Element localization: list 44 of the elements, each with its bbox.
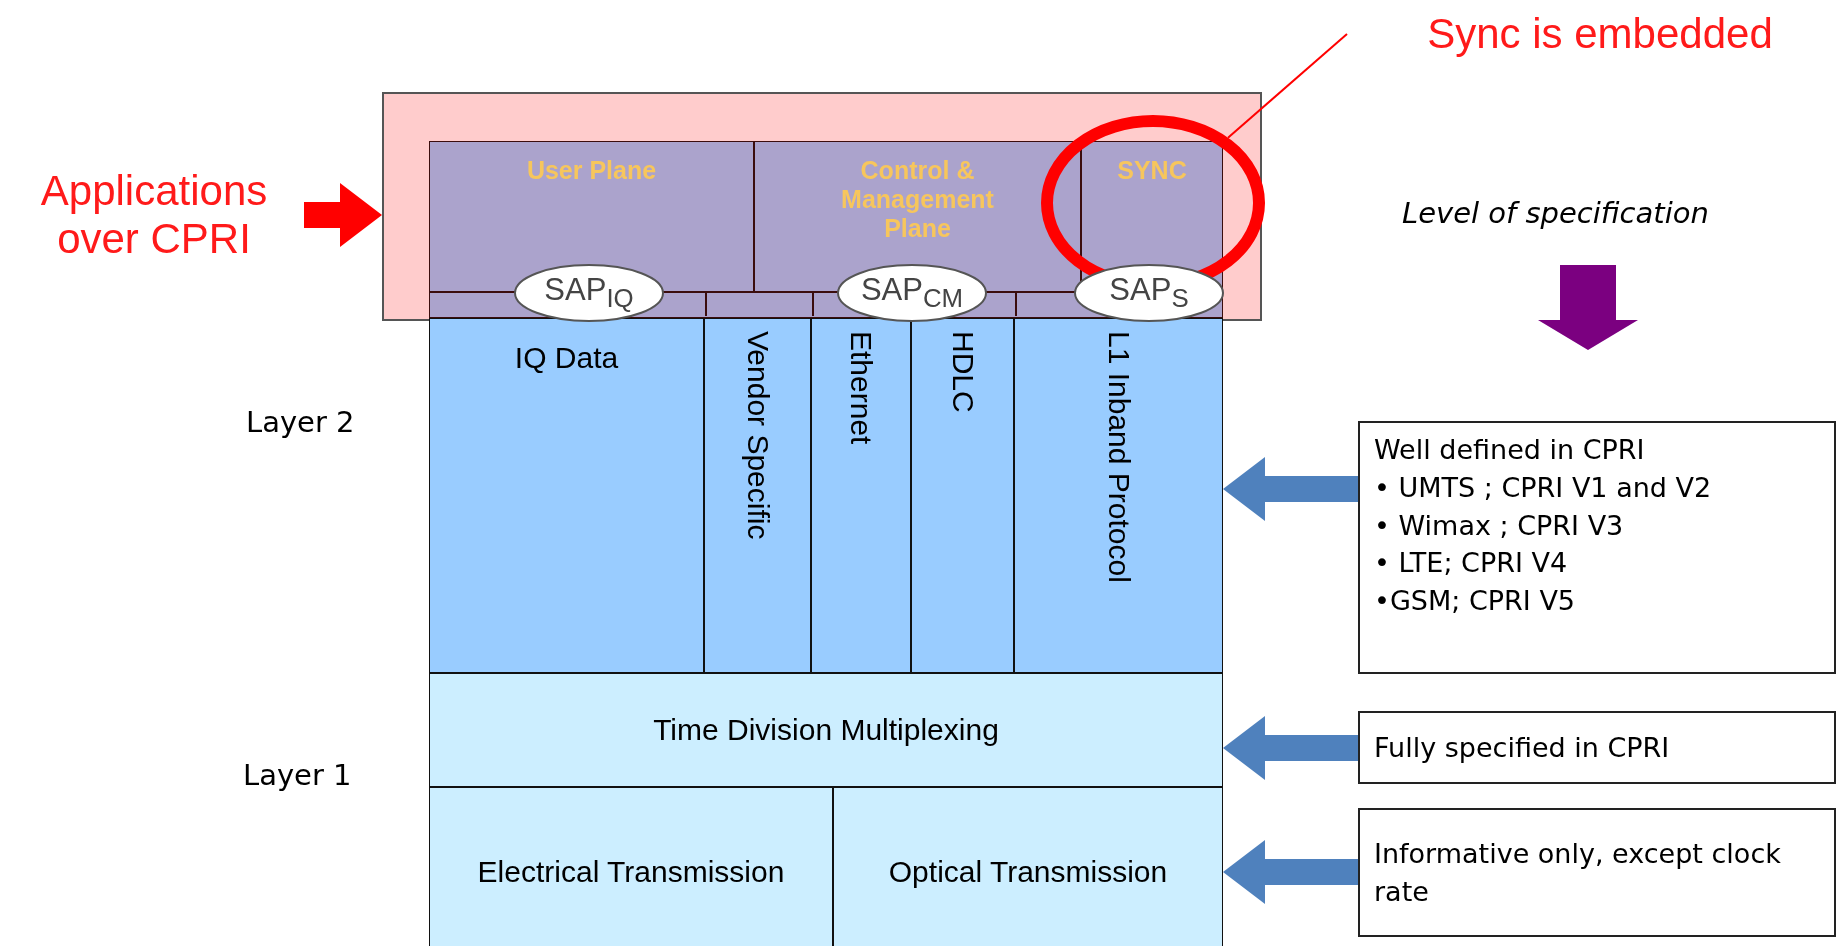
callout-text: Sync is embedded xyxy=(1427,9,1773,59)
note-text: • UMTS ; CPRI V1 and V2 xyxy=(1374,470,1712,505)
block-label: SYNC xyxy=(1117,156,1187,185)
sap-label: SAP$_{IQ}$ xyxy=(544,272,634,314)
block-label: Electrical Transmission xyxy=(477,854,785,890)
layer-label: Layer 2 xyxy=(246,405,355,439)
note-text: Fully specified in CPRI xyxy=(1374,730,1670,765)
note-text: • LTE; CPRI V4 xyxy=(1374,546,1568,581)
layer-label: Layer 1 xyxy=(243,758,352,792)
block-label: HDLC xyxy=(945,331,980,413)
layer-block xyxy=(833,787,1223,946)
note-box xyxy=(1358,808,1836,937)
block-arrow xyxy=(304,183,382,247)
note-text: Informative only, except clock rate xyxy=(1374,836,1782,909)
note-box xyxy=(1358,711,1836,784)
block-label: IQ Data xyxy=(513,341,620,376)
layer-block xyxy=(429,673,1223,787)
block-label: Vendor Specific xyxy=(740,331,775,540)
note-text: • Wimax ; CPRI V3 xyxy=(1374,508,1624,543)
layer-block xyxy=(911,318,1014,673)
block-label: User Plane xyxy=(526,156,657,185)
note-text: Well defined in CPRI xyxy=(1374,433,1645,467)
sap-label: SAP$_{S}$ xyxy=(1109,272,1189,314)
block-arrow xyxy=(1223,840,1358,904)
block-label: L1 Inband Protocol xyxy=(1101,331,1136,583)
note-box xyxy=(1358,421,1836,674)
sap-ellipse xyxy=(1074,264,1224,322)
level-heading: Level of specification xyxy=(1402,196,1709,230)
note-text: •GSM; CPRI V5 xyxy=(1374,584,1576,619)
layer-block xyxy=(429,318,704,673)
layer-block xyxy=(704,318,811,673)
sap-label: SAP$_{CM}$ xyxy=(860,272,964,314)
layer-block xyxy=(429,787,833,946)
block-arrow xyxy=(1223,457,1358,521)
callout-text: Applications over CPRI xyxy=(39,166,269,264)
block-label: Time Division Multiplexing xyxy=(653,712,999,748)
block-label: Control & Management Plane xyxy=(840,156,995,243)
block-arrow xyxy=(1223,716,1358,780)
layer-block xyxy=(1014,318,1223,673)
block-label: Ethernet xyxy=(844,331,879,445)
application-layer-box xyxy=(382,92,1262,321)
block-label: Optical Transmission xyxy=(888,854,1168,890)
leader-line xyxy=(1227,33,1348,139)
layer-block xyxy=(811,318,911,673)
